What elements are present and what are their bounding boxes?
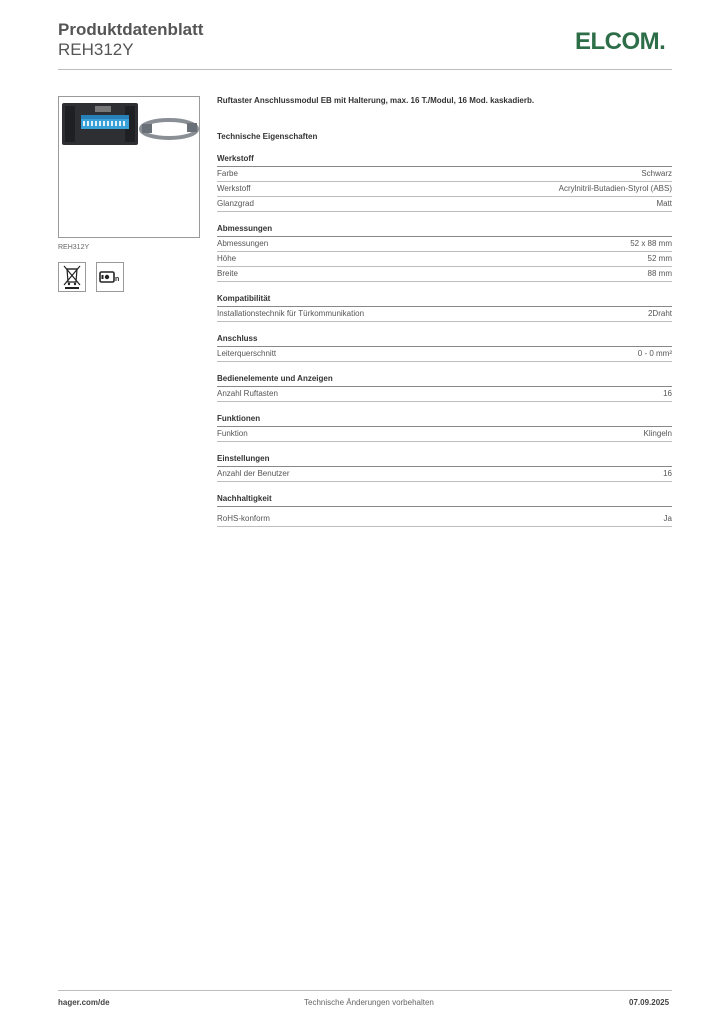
- section-title: Bedienelemente und Anzeigen: [217, 373, 672, 387]
- spec-label: Anzahl der Benutzer: [217, 469, 290, 478]
- spec-label: Anzahl Ruftasten: [217, 389, 278, 398]
- page-title: Produktdatenblatt: [58, 20, 204, 39]
- spec-label: Installationstechnik für Türkommunikatio…: [217, 309, 365, 318]
- header-divider: [58, 69, 672, 70]
- image-caption: REH312Y: [58, 244, 90, 251]
- spec-row: Höhe 52 mm: [217, 252, 672, 267]
- spec-row: Funktion Klingeln: [217, 427, 672, 442]
- spec-label: Werkstoff: [217, 184, 251, 193]
- spec-row: Anzahl der Benutzer 16: [217, 467, 672, 482]
- section-anschluss: Anschluss Leiterquerschnitt 0 - 0 mm²: [217, 333, 672, 362]
- spec-label: Höhe: [217, 254, 237, 263]
- spec-row: Leiterquerschnitt 0 - 0 mm²: [217, 347, 672, 362]
- section-funktionen: Funktionen Funktion Klingeln: [217, 413, 672, 442]
- footer-date: 07.09.2025: [629, 998, 670, 1007]
- tech-properties-title: Technische Eigenschaften: [217, 132, 318, 141]
- spec-value: 88 mm: [647, 269, 672, 278]
- spec-label: Farbe: [217, 169, 238, 178]
- icon-letter: n: [115, 276, 119, 283]
- spec-label: Leiterquerschnitt: [217, 349, 277, 358]
- section-title: Einstellungen: [217, 453, 672, 467]
- spec-label: Abmessungen: [217, 239, 269, 248]
- spec-row: Breite 88 mm: [217, 267, 672, 282]
- footer-website-link[interactable]: hager.com/de: [58, 998, 110, 1007]
- product-code: REH312Y: [58, 40, 134, 59]
- footer-divider: [58, 990, 672, 991]
- spec-label: Glanzgrad: [217, 199, 254, 208]
- spec-value: 52 mm: [647, 254, 672, 263]
- spec-content: Ruftaster Anschlussmodul EB mit Halterun…: [217, 96, 672, 527]
- spec-label: RoHS-konform: [217, 514, 270, 523]
- intercom-bus-2draht-icon: n: [96, 262, 124, 292]
- section-bedienelemente: Bedienelemente und Anzeigen Anzahl Rufta…: [217, 373, 672, 402]
- section-nachhaltigkeit: Nachhaltigkeit RoHS-konform Ja: [217, 493, 672, 527]
- product-image: [58, 96, 200, 238]
- spec-row: Anzahl Ruftasten 16: [217, 387, 672, 402]
- section-title: Werkstoff: [217, 153, 672, 167]
- spec-row: Abmessungen 52 x 88 mm: [217, 237, 672, 252]
- section-title: Funktionen: [217, 413, 672, 427]
- spec-value: Ja: [663, 514, 672, 523]
- spec-value: 0 - 0 mm²: [637, 349, 672, 358]
- spec-value: 52 x 88 mm: [630, 239, 672, 248]
- spec-row: Installationstechnik für Türkommunikatio…: [217, 307, 672, 322]
- product-photo-icon: [62, 103, 199, 145]
- spec-label: Breite: [217, 269, 238, 278]
- spec-value: 16: [663, 469, 672, 478]
- page-header: Produktdatenblatt REH312Y: [58, 20, 203, 60]
- spec-row: Glanzgrad Matt: [217, 197, 672, 212]
- spec-value: Schwarz: [641, 169, 672, 178]
- footer-note: Technische Änderungen vorbehalten: [304, 998, 434, 1007]
- spec-row: Werkstoff Acrylnitril-Butadien-Styrol (AB…: [217, 182, 672, 197]
- section-title: Anschluss: [217, 333, 672, 347]
- spec-row: Farbe Schwarz: [217, 167, 672, 182]
- spec-value: 16: [663, 389, 672, 398]
- section-abmessungen: Abmessungen Abmessungen 52 x 88 mm Höhe 52…: [217, 223, 672, 282]
- spec-value: Matt: [656, 199, 672, 208]
- spec-value: Acrylnitril-Butadien-Styrol (ABS): [558, 184, 672, 193]
- section-title: Kompatibilität: [217, 293, 672, 307]
- spec-value: 2Draht: [647, 309, 672, 318]
- brand-logo: ELCOM.: [575, 28, 666, 55]
- section-title: Abmessungen: [217, 223, 672, 237]
- spec-row: RoHS-konform Ja: [217, 512, 672, 527]
- spec-label: Funktion: [217, 429, 248, 438]
- section-einstellungen: Einstellungen Anzahl der Benutzer 16: [217, 453, 672, 482]
- spec-value: Klingeln: [643, 429, 672, 438]
- section-kompatibilitaet: Kompatibilität Installationstechnik für …: [217, 293, 672, 322]
- product-description: Ruftaster Anschlussmodul EB mit Halterun…: [217, 96, 535, 105]
- section-title: Nachhaltigkeit: [217, 493, 672, 507]
- weee-crossed-bin-icon: [58, 262, 86, 292]
